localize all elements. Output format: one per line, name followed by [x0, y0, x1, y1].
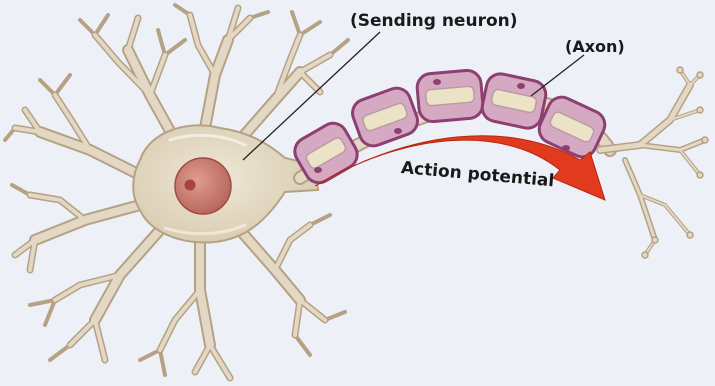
- nucleolus: [185, 180, 196, 191]
- myelin-segment: [416, 69, 484, 122]
- axon-leader: [531, 55, 584, 96]
- axon-label: (Axon): [565, 37, 625, 56]
- myelin-segment: [480, 71, 549, 130]
- sending-neuron-label: (Sending neuron): [350, 11, 518, 31]
- nucleus: [175, 158, 231, 214]
- axon-terminals: [600, 67, 708, 258]
